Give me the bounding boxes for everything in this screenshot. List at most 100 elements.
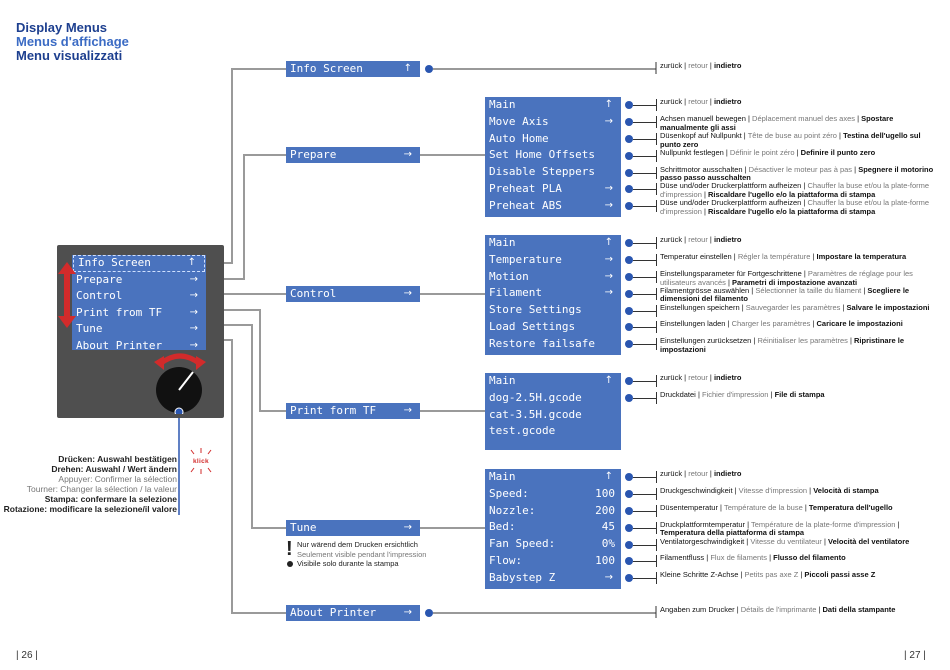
submenu-item[interactable]: Disable Steppers (485, 164, 621, 181)
submenu-item[interactable]: Set Home Offsets (485, 147, 621, 164)
submenu-item[interactable]: Fan Speed:0% (485, 536, 621, 553)
knob-instructions: Drücken: Auswahl bestätigen Drehen: Ausw… (3, 454, 177, 514)
submenu-item[interactable]: Restore failsafe (485, 336, 621, 353)
desc-it: Riscaldare l'ugello e/o la piattaforma d… (708, 206, 876, 216)
connector-bracket (656, 149, 657, 162)
submenu-item[interactable]: dog-2.5H.gcode (485, 390, 621, 407)
submenu-item[interactable]: Babystep Z→ (485, 570, 621, 587)
connector-dot (625, 394, 633, 403)
separator: | (810, 319, 817, 329)
submenu-item[interactable]: Load Settings (485, 319, 621, 336)
connector-line (633, 327, 656, 329)
submenu-item[interactable]: Nozzle: 200 (485, 503, 621, 520)
separator: | (751, 336, 758, 346)
desc-it: File di stampa (774, 390, 825, 400)
desc-it: Testina dell'ugello sul punto zero (660, 131, 921, 149)
submenu-item[interactable]: Auto Home (485, 131, 621, 148)
submenu-item[interactable]: Temperature→ (485, 252, 621, 269)
submenu-item[interactable]: Flow:100 (485, 553, 621, 570)
separator: | (707, 373, 714, 383)
desc-de: Filamentfluss (660, 553, 705, 563)
submenu-item[interactable]: Main↑ (485, 235, 621, 252)
separator: | (682, 97, 689, 107)
separator: | (701, 206, 708, 216)
desc-de: Druckdatei (660, 390, 696, 400)
description-text-about: Angaben zum Drucker | Détails de l'impri… (660, 605, 942, 615)
connector-dot (625, 540, 633, 549)
connector-bracket (656, 166, 657, 179)
submenu-item[interactable]: Bed:45 (485, 519, 621, 536)
submenu-item-label: Nozzle: (489, 503, 536, 517)
separator: | (768, 390, 775, 400)
separator: | (738, 570, 745, 580)
submenu-item-arrow: ↑ (604, 237, 613, 248)
desc-it: Velocità del ventilatore (828, 536, 910, 546)
menu-bar-tune[interactable]: Tune→ (286, 520, 420, 536)
submenu-item[interactable]: test.gcode (485, 423, 621, 440)
desc-fr: Vitesse du ventilateur (750, 536, 822, 546)
desc-de: Düsentemperatur (660, 503, 718, 512)
submenu-item[interactable]: Main↑ (485, 373, 621, 390)
desc-de: Einstellungen speichern (660, 302, 740, 312)
desc-fr: Déplacement manuel des axes (752, 114, 856, 124)
separator: | (861, 285, 868, 295)
submenu-item[interactable]: Main↑ (485, 97, 621, 114)
connector-bracket (656, 471, 657, 484)
description-text: Düse und/oder Druckerplattform aufheizen… (660, 198, 942, 216)
menu-bar-about-printer[interactable]: About Printer→ (286, 605, 420, 621)
connector-line (633, 477, 656, 479)
desc-de: Düsenkopf auf Nullpunkt (660, 131, 742, 140)
submenu-item-label: Main (489, 374, 516, 387)
separator: | (707, 97, 714, 107)
submenu-item[interactable]: Main↑ (485, 469, 621, 486)
menu-bar-control[interactable]: Control→ (286, 286, 420, 302)
connector-bracket (656, 133, 657, 145)
submenu-item-value: 0% (601, 537, 615, 551)
submenu-item-label: Temperature (489, 252, 562, 266)
separator: | (707, 469, 714, 479)
connector-dot (625, 557, 633, 566)
desc-de: Angaben zum Drucker (660, 605, 735, 614)
desc-fr: Température de la plate-forme d'impressi… (751, 519, 896, 529)
submenu-item-label: Load Settings (489, 319, 576, 333)
device-menu-item-tune[interactable]: Tune→ (76, 322, 198, 336)
connector-dot (625, 239, 633, 248)
page-number-left: | 26 | (16, 650, 38, 661)
click-burst-icon (190, 448, 212, 474)
device-menu-item-print-from-tf[interactable]: Print from TF→ (76, 305, 198, 319)
submenu-item-label: cat-3.5H.gcode (489, 407, 582, 421)
device-menu-item-info-screen[interactable]: Info Screen↑ (73, 255, 205, 272)
menu-bar-print-from-tf[interactable]: Print form TF→ (286, 403, 420, 419)
submenu-item[interactable]: cat-3.5H.gcode (485, 407, 621, 424)
connector-dot (625, 323, 633, 332)
submenu-item[interactable]: Store Settings (485, 302, 621, 319)
submenu-item[interactable]: Speed:100 (485, 486, 621, 503)
desc-it: indietro (713, 469, 742, 479)
submenu-item-arrow: ↑ (604, 471, 613, 482)
rotary-knob[interactable] (148, 350, 212, 414)
connector-dot (625, 574, 633, 583)
connector-bracket (656, 200, 657, 213)
desc-it: Dati della stampante (822, 605, 896, 614)
submenu-item[interactable]: Preheat ABS→ (485, 198, 621, 215)
connector-dot (625, 135, 633, 143)
menu-bar-prepare[interactable]: Prepare→ (286, 147, 420, 163)
device-menu-item-prepare[interactable]: Prepare→ (76, 272, 198, 286)
menu-bar-info-screen[interactable]: Info Screen↑ (286, 61, 420, 77)
desc-fr: Vitesse d'impression (738, 486, 808, 496)
separator: | (682, 469, 689, 479)
submenu-item-value: 200 (595, 503, 615, 517)
desc-de: zurück (660, 469, 683, 479)
submenu-item[interactable]: Motion→ (485, 269, 621, 286)
submenu-item[interactable]: Filament→ (485, 285, 621, 302)
separator: | (704, 553, 711, 563)
submenu-item[interactable]: Move Axis→ (485, 114, 621, 131)
desc-it: Flusso del filamento (773, 553, 846, 563)
device-menu-item-control[interactable]: Control→ (76, 289, 198, 303)
connector-bracket (656, 505, 657, 517)
submenu-item[interactable]: Preheat PLA→ (485, 181, 621, 198)
desc-it: Spegnere il motorino passo passo ausscha… (660, 164, 934, 183)
connector-bracket (656, 375, 657, 388)
device-menu-item-about-printer[interactable]: About Printer→ (76, 338, 198, 352)
desc-de: zurück (660, 373, 683, 383)
